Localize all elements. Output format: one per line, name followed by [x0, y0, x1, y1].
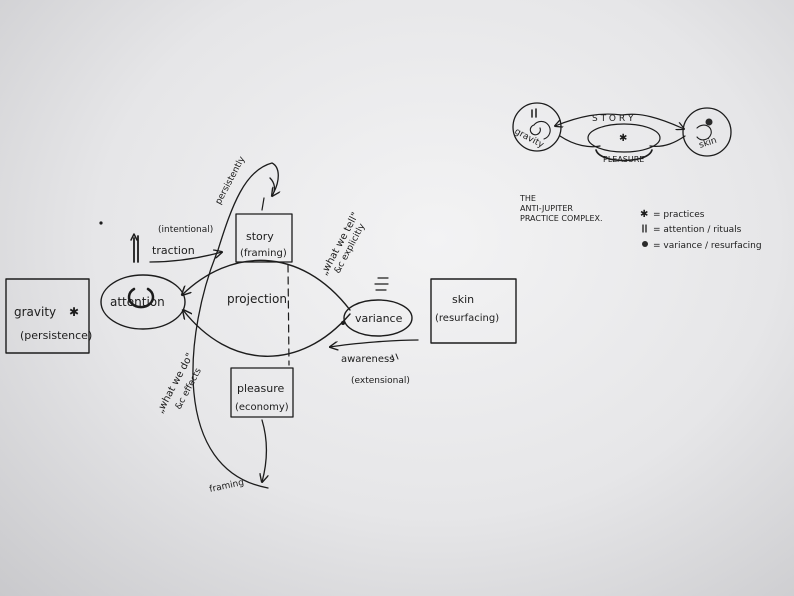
gravity-label: gravity — [14, 305, 56, 319]
story-label: story — [246, 230, 274, 243]
legend-practices-text: = practices — [653, 210, 705, 220]
legend-attention-text: = attention / rituals — [653, 225, 742, 235]
traction-label: traction — [152, 244, 195, 257]
outer-loop — [192, 162, 279, 489]
title-line-3: PRACTICE COMPLEX. — [520, 214, 603, 223]
legend-double-mark-icon — [642, 224, 647, 233]
mini-story-label: S T O R Y — [592, 114, 634, 124]
mini-skin-swirl — [696, 124, 712, 141]
attention-label: attention — [110, 295, 165, 309]
vibration-lines-icon — [374, 277, 389, 291]
traction-arrow — [149, 252, 222, 263]
mini-pleasure-cup — [595, 149, 653, 162]
projection-lens-top — [182, 259, 351, 311]
title-line-1: THE — [519, 194, 536, 203]
mini-variance-dot-icon — [705, 118, 713, 126]
legend-asterisk-icon: ✱ — [640, 209, 648, 220]
practice-asterisk-icon: ✱ — [69, 305, 79, 319]
intentional-label: (intentional) — [158, 225, 213, 235]
legend-dot-icon — [642, 241, 648, 247]
mini-practice-asterisk-icon: ✱ — [619, 133, 627, 144]
projection-divider — [287, 264, 290, 366]
mini-story-arc-left — [555, 113, 623, 126]
story-node: story (framing) — [235, 213, 293, 263]
outer-loop-top-link — [261, 197, 265, 211]
title-line-2: ANTI-JUPITER — [520, 204, 573, 213]
attention-node: attention — [100, 274, 186, 330]
awareness-arrow — [330, 339, 419, 347]
mini-gravity-swirl — [529, 120, 551, 140]
legend-item-practices: ✱ = practices — [640, 209, 705, 220]
bullet-dot-icon — [99, 221, 103, 225]
projection-label: projection — [227, 292, 287, 306]
outer-loop-top-arrow — [269, 177, 274, 196]
projection-lens-bottom — [183, 310, 351, 357]
pleasure-sub: (economy) — [235, 402, 289, 413]
cycle-icon — [127, 287, 155, 309]
legend-item-attention: = attention / rituals — [642, 224, 742, 235]
mini-story-arc-right — [621, 113, 684, 129]
mini-skin-label: skin — [698, 136, 718, 151]
legend-variance-text: = variance / resurfacing — [653, 241, 762, 251]
arc-bottom-label: framing — [209, 478, 245, 495]
mini-diagram: gravity skin S T O R Y ✱ PLEASURE — [512, 102, 732, 164]
mini-pleasure-label: PLEASURE — [603, 155, 644, 164]
variance-node: variance — [341, 277, 413, 337]
story-sub: (framing) — [240, 248, 287, 259]
pleasure-node: pleasure (economy) — [230, 367, 294, 418]
skin-label: skin — [452, 293, 474, 306]
pleasure-label: pleasure — [237, 382, 285, 395]
mini-connector — [559, 135, 686, 148]
skin-sub: (resurfacing) — [435, 313, 499, 324]
variance-dot-icon — [341, 321, 345, 325]
arc-top-label: persistently — [214, 154, 248, 206]
awareness-quote-mark — [391, 353, 399, 361]
diagram-title: THE ANTI-JUPITER PRACTICE COMPLEX. — [519, 194, 603, 223]
mini-ritual-marks-icon — [531, 108, 537, 118]
gravity-node: gravity (persistence) ✱ — [5, 278, 92, 354]
extensional-label: (extensional) — [351, 376, 410, 386]
variance-label: variance — [355, 312, 403, 325]
legend-item-variance: = variance / resurfacing — [642, 241, 762, 251]
ritual-marks-icon — [130, 233, 139, 263]
outer-loop-bottom-link — [262, 419, 267, 482]
skin-node: skin (resurfacing) — [430, 278, 517, 344]
awareness-label: awareness — [341, 354, 394, 365]
gravity-sub: (persistence) — [20, 329, 92, 342]
legend: ✱ = practices = attention / rituals = va… — [640, 209, 762, 251]
